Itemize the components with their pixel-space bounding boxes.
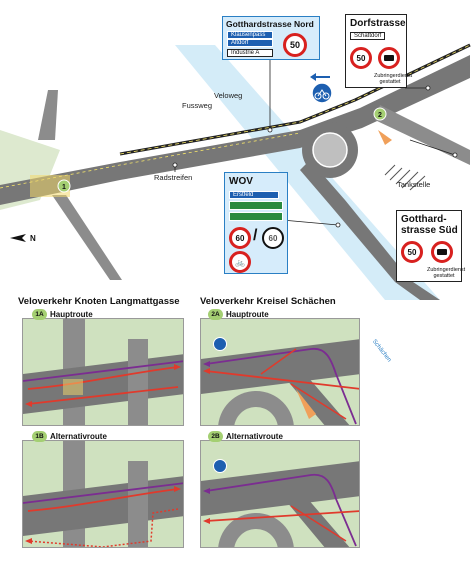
gotthardstrasse-sued-title-1: Gotthard- — [401, 214, 447, 225]
speed-limit-sign: 50 — [401, 241, 423, 263]
north-arrow-icon — [10, 234, 26, 242]
panel-1a-diagram — [23, 319, 183, 425]
panel-1b-diagram — [23, 441, 183, 547]
panel-1b-tag: 1B Alternativroute — [32, 431, 107, 442]
side-road-south — [52, 195, 122, 280]
panel-1a-label: Hauptroute — [50, 310, 93, 319]
label-tankstelle: Tankstelle — [397, 180, 431, 189]
panel-2a — [200, 318, 360, 426]
speed-slash: / — [253, 227, 258, 244]
speed-limit-sign: 50 — [283, 33, 307, 57]
section-title-langmattgasse: Veloverkehr Knoten Langmattgasse — [18, 296, 180, 307]
gotthardstrasse-sued-title-2: strasse Süd — [401, 225, 458, 236]
motorway-sign-2 — [229, 212, 283, 221]
panel-2a-tag: 2A Hauptroute — [208, 309, 269, 320]
bike-sign-icon — [213, 459, 227, 473]
motorway-sign — [229, 201, 283, 210]
label-radstreifen: Radstreifen — [154, 173, 193, 182]
marker-2 — [373, 107, 387, 121]
no-motor-vehicles-sign — [378, 47, 400, 69]
label-veloweg: Veloweg — [214, 91, 243, 100]
sign-klausenpass: Klausenpass — [227, 31, 273, 39]
truck-icon — [437, 249, 447, 255]
north-label: N — [30, 234, 36, 243]
panel-2a-badge: 2A — [208, 309, 223, 320]
panel-2a-diagram — [201, 339, 359, 425]
wov-road — [300, 160, 440, 300]
marker-1 — [57, 179, 71, 193]
bike-icon: 🚲 — [235, 257, 245, 267]
label-fussweg: Fussweg — [182, 101, 213, 110]
gotthardstrasse-sued-box: Gotthard- strasse Süd 50 Zubringerdienst… — [396, 210, 466, 282]
panel-2b-tag: 2B Alternativroute — [208, 431, 283, 442]
side-road-north — [38, 90, 58, 140]
no-motor-vehicles-sign — [431, 241, 453, 263]
dorfstrasse-note: Zubringerdienst gestattet — [374, 73, 413, 85]
tankstelle-area — [384, 164, 426, 191]
gotthardstrasse-nord-title: Gotthardstrasse Nord — [226, 19, 314, 29]
panel-2b-label: Alternativroute — [226, 432, 283, 441]
panel-1a — [22, 318, 184, 426]
panel-1b-label: Alternativroute — [50, 432, 107, 441]
gotthardstrasse-nord-box: Gotthardstrasse Nord Klausenpass Altdorf… — [222, 16, 320, 60]
overview-map: 1 2 N — [0, 43, 471, 300]
sign-industrie: Industrie A — [227, 49, 273, 57]
sign-erstfeld: Erstfeld — [229, 191, 279, 199]
wov-title: WOV — [229, 176, 253, 187]
label-schaechen: Schächen — [370, 338, 392, 364]
dorfstrasse-title: Dorfstrasse — [350, 18, 406, 29]
marker-1-label: 1 — [62, 184, 66, 191]
panel-2a-label: Hauptroute — [226, 310, 269, 319]
sign-altdorf: Altdorf — [227, 39, 273, 47]
speed-limit-sign-a: 60 — [229, 227, 251, 249]
bike-sign-icon — [213, 337, 227, 351]
end-speed-limit-sign: 60 — [262, 227, 284, 249]
dorfstrasse-box: Dorfstrasse Schattdorf 50 Zubringerdiens… — [345, 14, 413, 88]
speed-limit-sign: 50 — [350, 47, 372, 69]
wov-box: WOV Erstfeld 60 / 60 🚲 — [224, 172, 288, 274]
no-bikes-sign: 🚲 — [229, 251, 251, 273]
gotthard-sued-note: Zubringerdienst gestattet — [427, 267, 466, 279]
panel-2b — [200, 440, 360, 548]
panel-1a-tag: 1A Hauptroute — [32, 309, 93, 320]
panel-1a-badge: 1A — [32, 309, 47, 320]
panel-2b-diagram — [201, 461, 359, 547]
truck-icon — [384, 55, 394, 61]
section-title-kreisel: Veloverkehr Kreisel Schächen — [200, 296, 336, 307]
panel-1b — [22, 440, 184, 548]
bike-lane-sign — [310, 73, 333, 104]
marker-2-label: 2 — [378, 112, 382, 119]
main-road — [0, 55, 470, 205]
panel-2b-badge: 2B — [208, 431, 223, 442]
panel-1b-badge: 1B — [32, 431, 47, 442]
sign-schattdorf: Schattdorf — [350, 32, 386, 40]
dorfstrasse-road — [375, 105, 470, 165]
